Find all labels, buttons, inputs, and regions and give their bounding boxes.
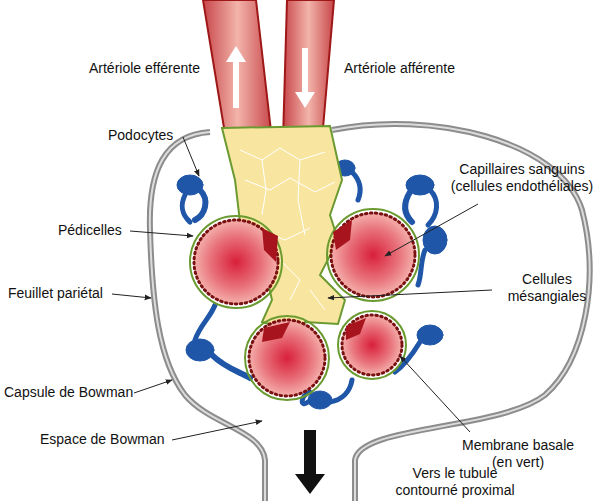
part-label: Capillaires sanguins (cellules endothéli… <box>436 161 608 195</box>
capillaries <box>190 209 419 400</box>
part-label: Capsule de Bowman <box>4 384 139 401</box>
outflow-arrow <box>295 430 325 494</box>
part-label: Pédicelles <box>58 222 138 239</box>
leader-lines <box>112 137 492 440</box>
part-label: Artériole efférente <box>50 60 200 77</box>
arterioles <box>203 0 334 140</box>
part-label: Artériole afférente <box>344 60 494 77</box>
part-label: Vers le tubule contourné proximal <box>380 465 530 499</box>
part-label: Podocytes <box>108 127 188 144</box>
part-label: Feuillet pariétal <box>8 285 118 302</box>
part-label: Cellules mésangiales <box>495 271 599 305</box>
part-label: Espace de Bowman <box>40 431 180 448</box>
